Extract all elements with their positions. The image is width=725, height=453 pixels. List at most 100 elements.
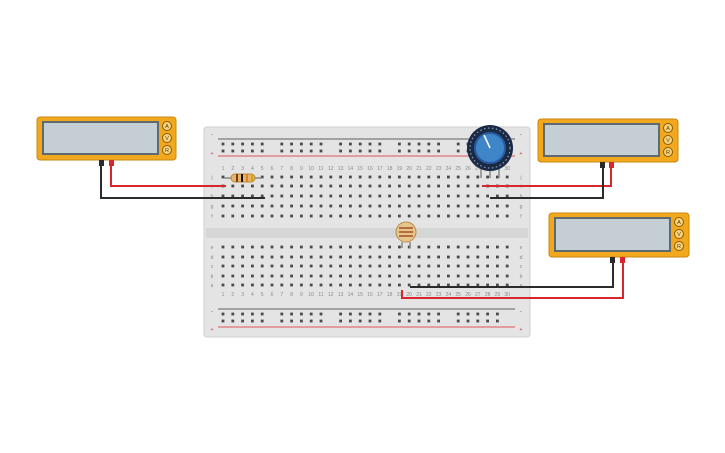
rail-hole[interactable] [456, 149, 460, 153]
terminal-hole[interactable] [398, 255, 401, 259]
rail-hole[interactable] [456, 319, 460, 323]
terminal-hole[interactable] [358, 214, 362, 218]
mode-v-button[interactable] [674, 229, 684, 239]
rail-hole[interactable] [349, 149, 352, 153]
terminal-hole[interactable] [300, 204, 303, 208]
rail-hole[interactable] [221, 319, 225, 323]
terminal-hole[interactable] [358, 184, 362, 188]
terminal-hole[interactable] [368, 194, 372, 198]
terminal-hole[interactable] [476, 214, 480, 218]
terminal-hole[interactable] [437, 264, 440, 268]
terminal-hole[interactable] [447, 194, 450, 198]
terminal-hole[interactable] [486, 214, 489, 218]
mode-r-button[interactable] [162, 145, 172, 155]
terminal-hole[interactable] [260, 204, 264, 208]
terminal-hole[interactable] [486, 264, 489, 268]
rail-hole[interactable] [368, 319, 372, 323]
terminal-hole[interactable] [251, 274, 254, 278]
terminal-hole[interactable] [270, 264, 274, 268]
terminal-hole[interactable] [260, 194, 264, 198]
rail-hole[interactable] [349, 319, 352, 323]
terminal-hole[interactable] [486, 204, 489, 208]
terminal-hole[interactable] [466, 264, 470, 268]
rail-hole[interactable] [260, 142, 264, 146]
photoresistor[interactable] [395, 221, 417, 248]
terminal-hole[interactable] [241, 264, 244, 268]
terminal-hole[interactable] [300, 283, 303, 287]
terminal-hole[interactable] [358, 245, 362, 249]
terminal-hole[interactable] [456, 255, 460, 259]
mode-v-button[interactable] [663, 135, 673, 145]
terminal-hole[interactable] [417, 283, 421, 287]
terminal-hole[interactable] [280, 194, 284, 198]
terminal-hole[interactable] [309, 274, 313, 278]
terminal-hole[interactable] [466, 283, 470, 287]
terminal-hole[interactable] [388, 274, 391, 278]
rail-hole[interactable] [486, 312, 489, 316]
rail-hole[interactable] [241, 312, 244, 316]
terminal-hole[interactable] [407, 274, 411, 278]
terminal-hole[interactable] [368, 274, 372, 278]
terminal-hole[interactable] [349, 255, 352, 259]
terminal-hole[interactable] [349, 194, 352, 198]
rail-hole[interactable] [231, 149, 235, 153]
terminal-hole[interactable] [358, 194, 362, 198]
rail-hole[interactable] [300, 149, 303, 153]
rail-hole[interactable] [358, 312, 362, 316]
terminal-hole[interactable] [358, 255, 362, 259]
terminal-hole[interactable] [241, 204, 244, 208]
terminal-hole[interactable] [290, 283, 293, 287]
terminal-hole[interactable] [496, 194, 499, 198]
rail-hole[interactable] [417, 312, 421, 316]
terminal-hole[interactable] [388, 245, 391, 249]
rail-hole[interactable] [368, 149, 372, 153]
rail-hole[interactable] [319, 319, 323, 323]
rail-hole[interactable] [241, 142, 244, 146]
terminal-hole[interactable] [417, 175, 421, 179]
rail-hole[interactable] [231, 319, 235, 323]
terminal-hole[interactable] [290, 175, 293, 179]
terminal-hole[interactable] [290, 245, 293, 249]
terminal-hole[interactable] [388, 214, 391, 218]
terminal-hole[interactable] [447, 214, 450, 218]
terminal-hole[interactable] [349, 264, 352, 268]
terminal-hole[interactable] [407, 175, 411, 179]
wire-black-top-right[interactable] [490, 165, 604, 199]
rail-hole[interactable] [398, 312, 401, 316]
terminal-hole[interactable] [349, 175, 352, 179]
terminal-hole[interactable] [447, 274, 450, 278]
rail-hole[interactable] [407, 142, 411, 146]
rail-hole[interactable] [280, 319, 284, 323]
rail-hole[interactable] [319, 312, 323, 316]
terminal-hole[interactable] [407, 214, 411, 218]
rail-hole[interactable] [378, 142, 382, 146]
multimeter-top-right[interactable]: A V R [537, 118, 679, 168]
terminal-hole[interactable] [437, 194, 440, 198]
terminal-hole[interactable] [466, 204, 470, 208]
rail-hole[interactable] [280, 142, 284, 146]
terminal-hole[interactable] [427, 194, 431, 198]
resistor[interactable] [224, 173, 262, 183]
rail-hole[interactable] [407, 149, 411, 153]
terminal-hole[interactable] [290, 264, 293, 268]
terminal-hole[interactable] [241, 184, 244, 188]
terminal-hole[interactable] [505, 274, 509, 278]
terminal-hole[interactable] [270, 175, 274, 179]
terminal-hole[interactable] [290, 184, 293, 188]
probe-black-terminal[interactable] [600, 162, 605, 168]
probe-red-terminal[interactable] [109, 160, 114, 166]
terminal-hole[interactable] [368, 214, 372, 218]
terminal-hole[interactable] [437, 184, 440, 188]
terminal-hole[interactable] [486, 274, 489, 278]
terminal-hole[interactable] [427, 175, 431, 179]
terminal-hole[interactable] [300, 184, 303, 188]
terminal-hole[interactable] [270, 274, 274, 278]
terminal-hole[interactable] [368, 283, 372, 287]
terminal-hole[interactable] [339, 283, 342, 287]
terminal-hole[interactable] [476, 274, 480, 278]
terminal-hole[interactable] [407, 264, 411, 268]
rail-hole[interactable] [427, 319, 431, 323]
terminal-hole[interactable] [496, 274, 499, 278]
terminal-hole[interactable] [447, 175, 450, 179]
terminal-hole[interactable] [221, 264, 225, 268]
